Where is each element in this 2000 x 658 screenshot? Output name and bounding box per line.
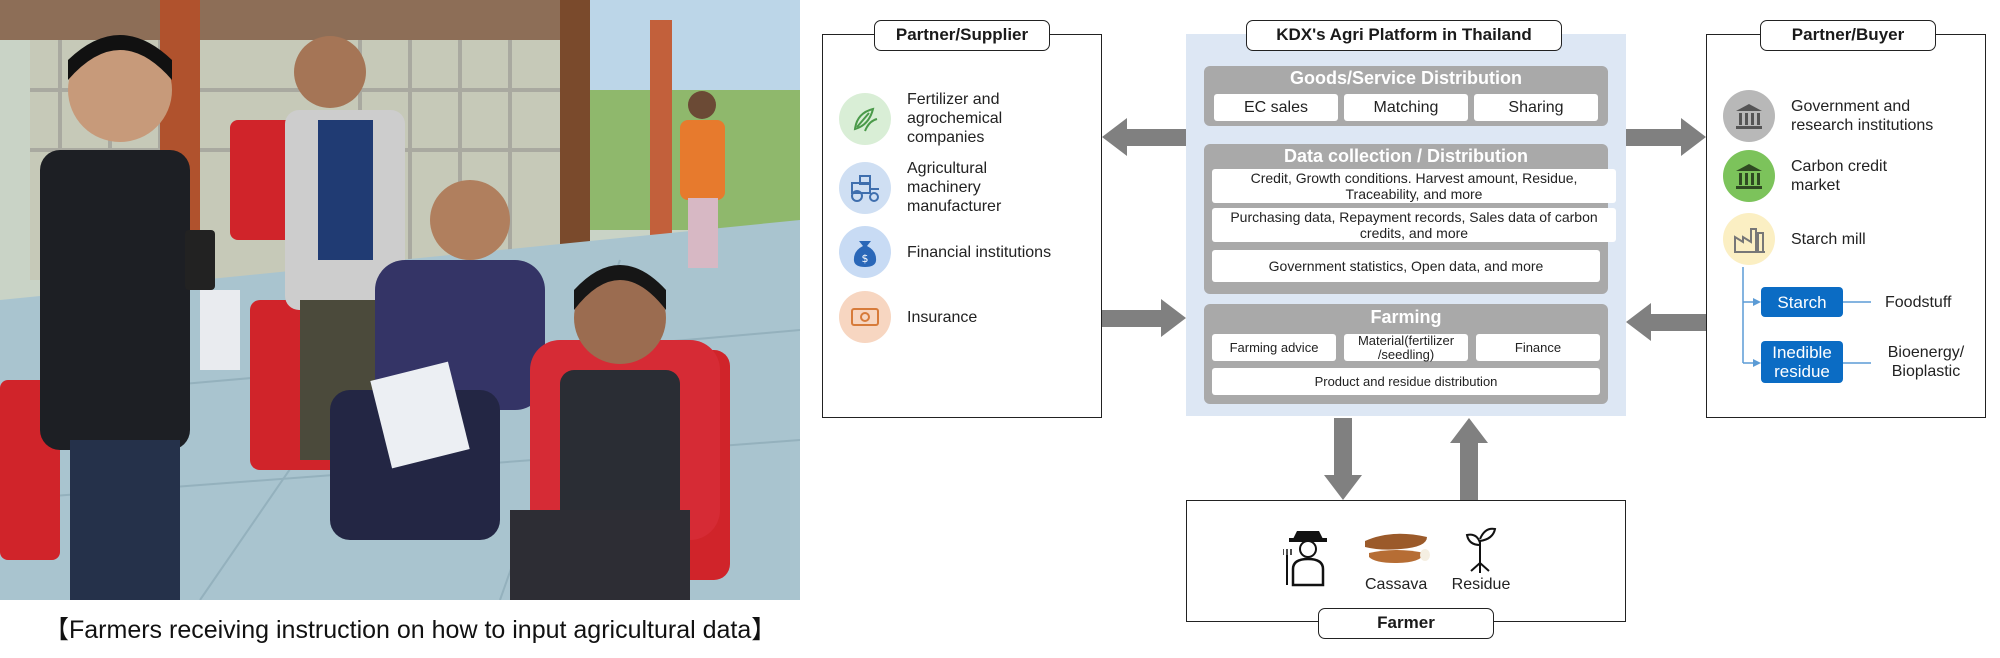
supplier-item-label: Financial institutions xyxy=(907,243,1052,261)
supplier-item: Fertilizer and agrochemical companies xyxy=(839,90,1027,147)
data-item: Purchasing data, Repayment records, Sale… xyxy=(1212,208,1616,242)
bank-icon xyxy=(1723,150,1775,202)
field-photo xyxy=(0,0,800,600)
buyer-title: Partner/Buyer xyxy=(1760,20,1936,51)
buyer-item: Carbon credit market xyxy=(1723,150,1921,202)
ec-sales-item: EC sales xyxy=(1214,94,1338,121)
supplier-box: Fertilizer and agrochemical companies Ag… xyxy=(822,34,1102,418)
cassava-label: Cassava xyxy=(1365,576,1428,593)
cassava-icon xyxy=(1361,527,1431,572)
farming-advice-item: Farming advice xyxy=(1212,334,1336,361)
buyer-item-label: Starch mill xyxy=(1791,230,1866,248)
arrow-to-buyer xyxy=(1626,118,1706,156)
supplier-title: Partner/Supplier xyxy=(874,20,1050,51)
photo-caption: 【Farmers receiving instruction on how to… xyxy=(44,616,777,644)
money-bag-icon: $ xyxy=(839,226,891,278)
supplier-item-label: Agricultural machinery manufacturer xyxy=(907,160,1002,215)
government-building-icon xyxy=(1723,90,1775,142)
material-item: Material(fertilizer /seedling) xyxy=(1344,333,1468,361)
data-item: Government statistics, Open data, and mo… xyxy=(1212,250,1600,282)
supplier-item-label: Fertilizer and agrochemical companies xyxy=(907,91,1003,146)
distribution-section: Goods/Service Distribution EC sales Matc… xyxy=(1204,66,1608,126)
farmer-title: Farmer xyxy=(1318,608,1494,639)
distribution-title: Goods/Service Distribution xyxy=(1289,68,1523,88)
platform-panel: Goods/Service Distribution EC sales Matc… xyxy=(1186,34,1626,416)
foodstuff-label: Foodstuff xyxy=(1885,294,1952,311)
factory-icon xyxy=(1723,213,1775,265)
supplier-item: Insurance xyxy=(839,291,977,343)
supplier-item-label: Insurance xyxy=(907,308,978,326)
sharing-item: Sharing xyxy=(1474,94,1598,121)
inedible-residue-badge: Inedible residue xyxy=(1761,341,1843,383)
buyer-item: Government and research institutions xyxy=(1723,90,1951,142)
buyer-box: Government and research institutions Car… xyxy=(1706,34,1986,418)
supplier-item: Agricultural machinery manufacturer xyxy=(839,159,1027,216)
supplier-item: $ Financial institutions xyxy=(839,226,1051,278)
starch-tree-connector xyxy=(1742,267,1871,367)
tractor-icon xyxy=(839,161,891,214)
arrow-to-platform-from-supplier xyxy=(1102,299,1186,337)
arrow-to-farmer xyxy=(1324,418,1362,500)
banknote-icon xyxy=(839,291,891,343)
residue-label: Residue xyxy=(1451,576,1511,593)
data-item: Credit, Growth conditions. Harvest amoun… xyxy=(1212,169,1616,203)
starch-badge: Starch xyxy=(1761,287,1843,317)
seedling-icon xyxy=(1461,521,1499,578)
arrow-to-platform-from-farmer xyxy=(1450,418,1488,500)
farmer-icon xyxy=(1282,527,1333,592)
svg-text:$: $ xyxy=(862,252,869,265)
farming-section: Farming Farming advice Material(fertiliz… xyxy=(1204,304,1608,404)
bioenergy-label: Bioenergy/ Bioplastic xyxy=(1887,344,1965,380)
buyer-item: Starch mill xyxy=(1723,213,1866,265)
farming-title: Farming xyxy=(1370,307,1442,327)
matching-item: Matching xyxy=(1344,94,1468,121)
buyer-item-label: Government and research institutions xyxy=(1791,98,1934,134)
finance-item: Finance xyxy=(1476,334,1600,361)
data-section: Data collection / Distribution Credit, G… xyxy=(1204,144,1616,294)
buyer-item-label: Carbon credit market xyxy=(1791,158,1888,194)
arrow-to-supplier xyxy=(1102,118,1186,156)
arrow-to-platform-from-buyer xyxy=(1626,303,1706,341)
data-section-title: Data collection / Distribution xyxy=(1283,146,1529,166)
fertilizer-icon xyxy=(839,92,891,145)
farmer-box: Cassava Residue xyxy=(1186,500,1626,622)
product-distribution-item: Product and residue distribution xyxy=(1212,368,1600,395)
platform-title: KDX's Agri Platform in Thailand xyxy=(1246,20,1562,51)
